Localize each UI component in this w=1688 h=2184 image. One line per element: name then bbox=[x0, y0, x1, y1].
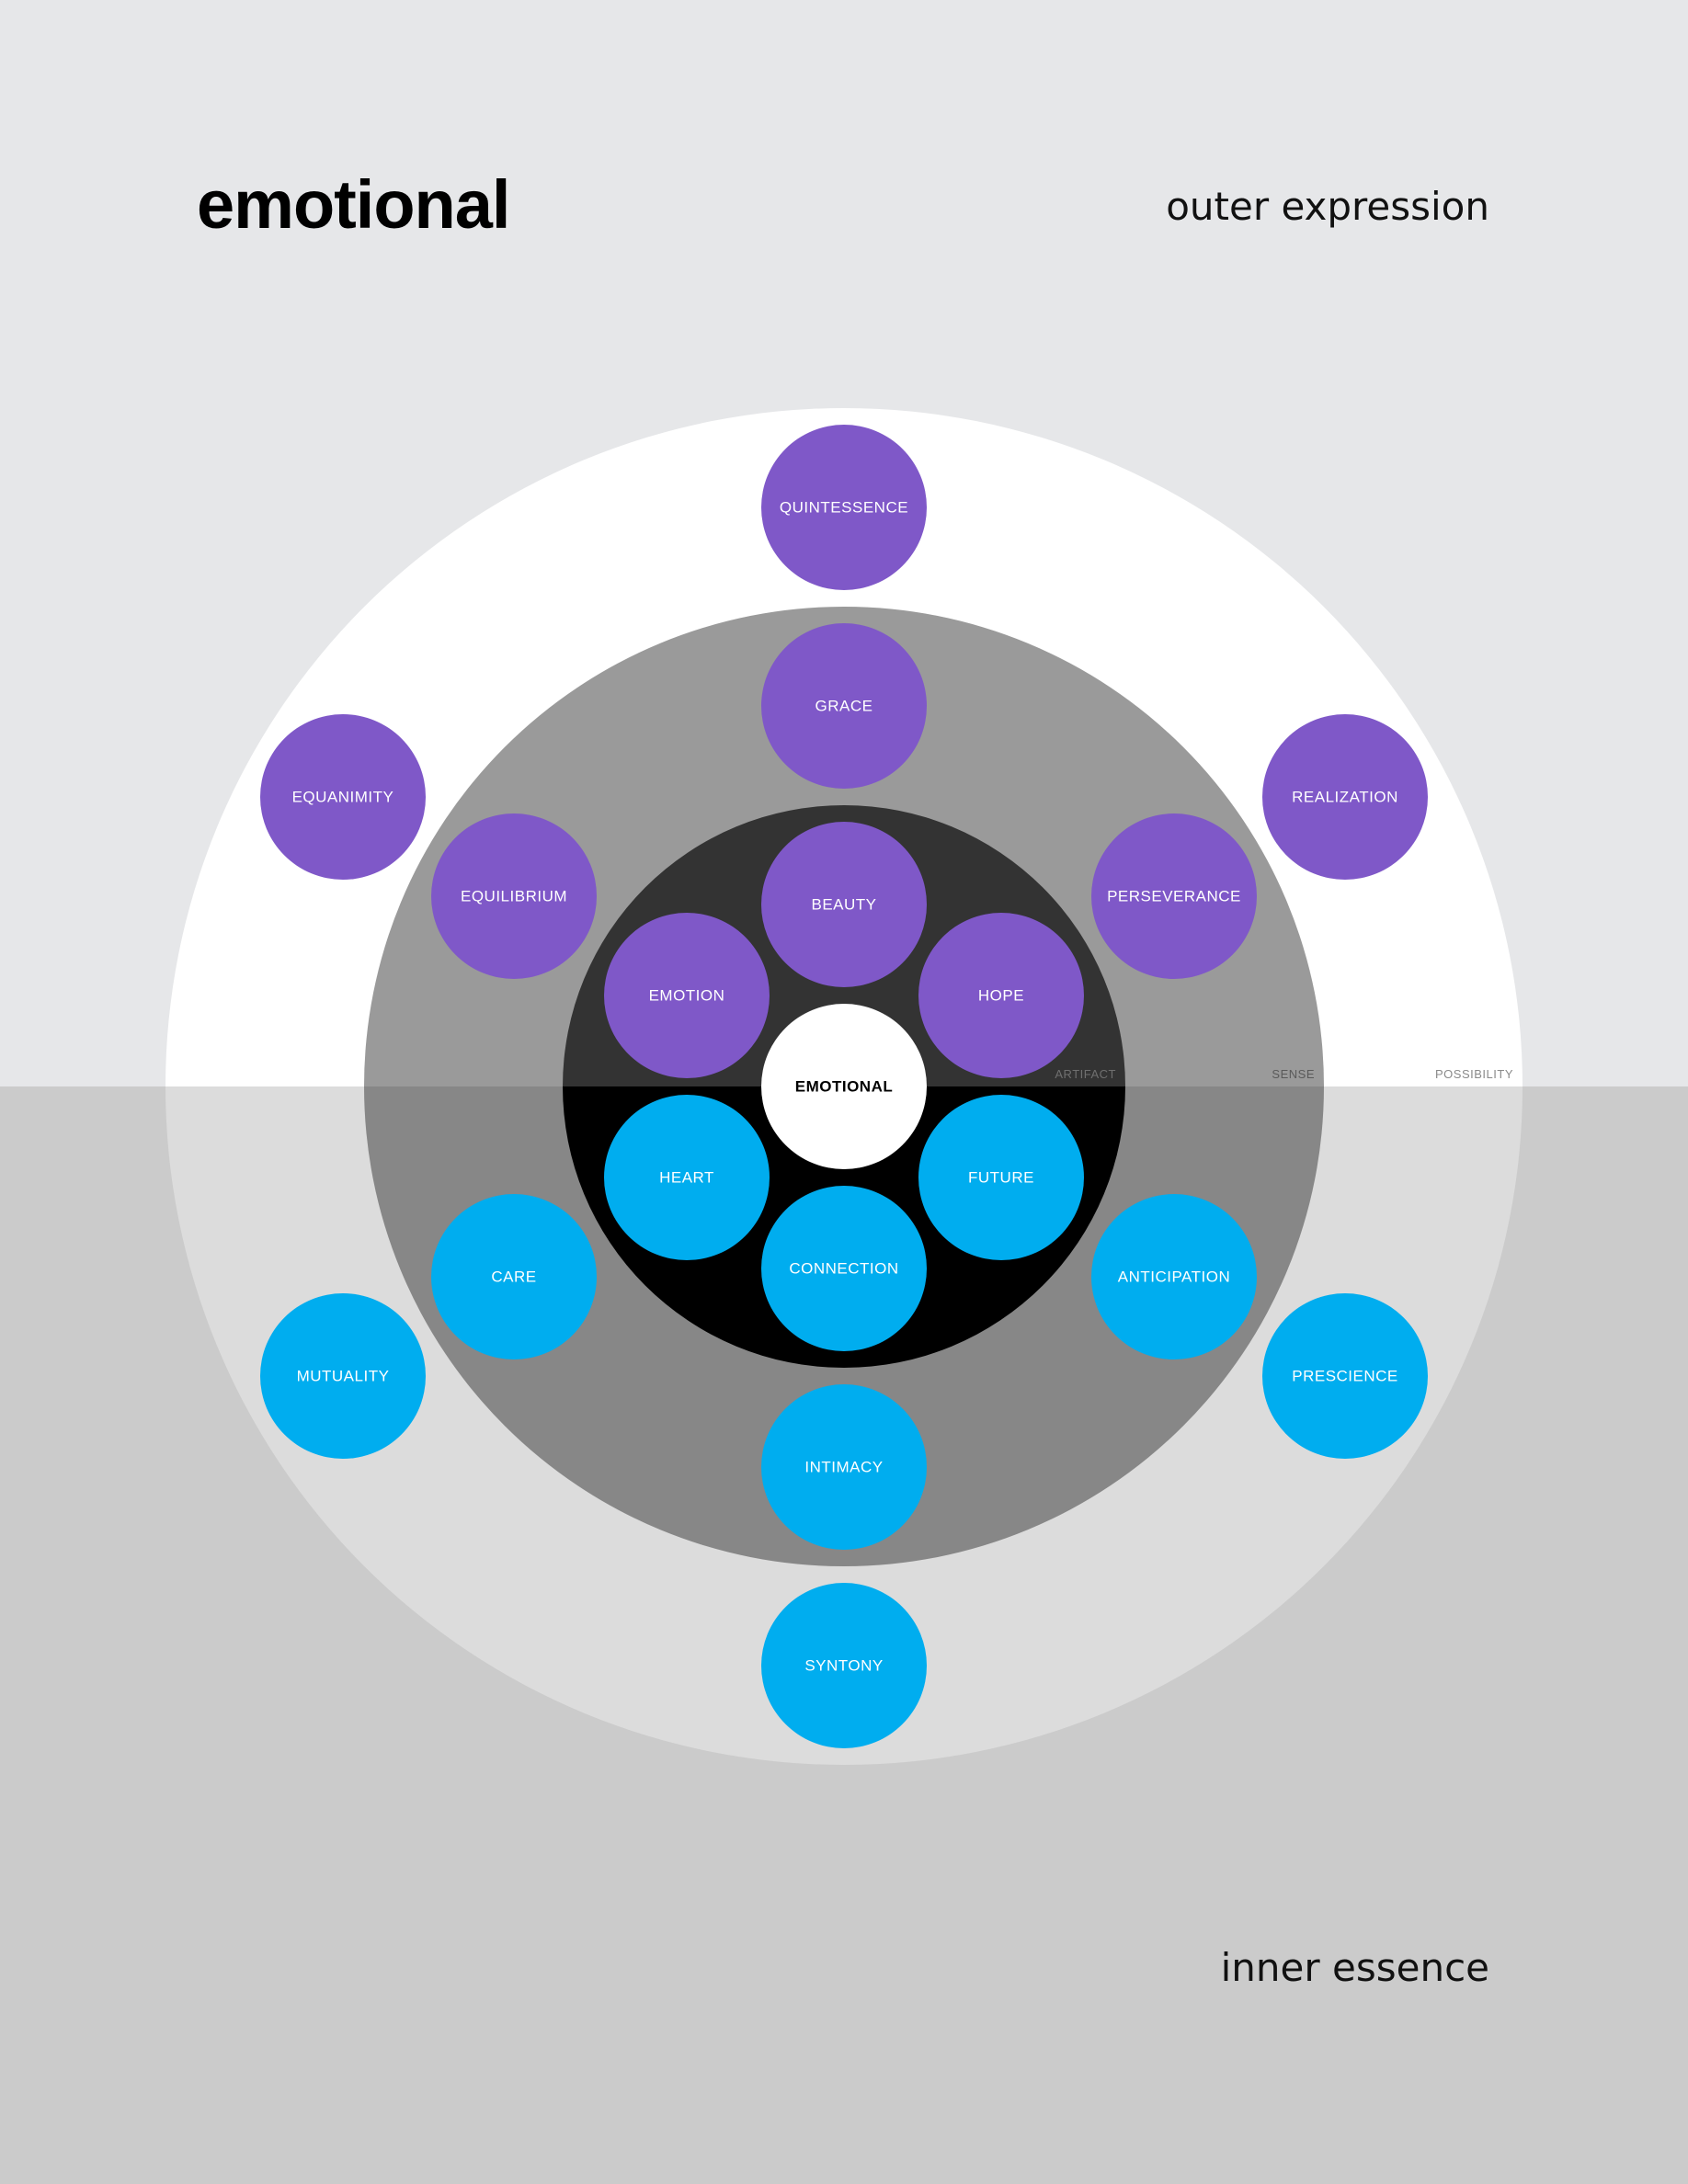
center-node bbox=[761, 1004, 927, 1169]
node-connection bbox=[761, 1186, 927, 1351]
node-emotion-label: EMOTION bbox=[649, 987, 725, 1005]
node-future bbox=[918, 1095, 1084, 1260]
node-equanimity bbox=[260, 714, 426, 880]
node-connection-label: CONNECTION bbox=[789, 1260, 898, 1278]
node-grace bbox=[761, 623, 927, 789]
ring-label-sense: SENSE bbox=[1272, 1067, 1315, 1081]
inner-essence-label: inner essence bbox=[1220, 1945, 1489, 1990]
node-realization bbox=[1262, 714, 1428, 880]
node-emotion bbox=[604, 913, 770, 1078]
ring-label-artifact: ARTIFACT bbox=[1055, 1067, 1116, 1081]
node-quintessence-label: QUINTESSENCE bbox=[780, 499, 908, 517]
node-anticipation bbox=[1091, 1194, 1257, 1359]
node-hope-label: HOPE bbox=[978, 987, 1024, 1005]
node-heart bbox=[604, 1095, 770, 1260]
node-mutuality bbox=[260, 1293, 426, 1459]
node-care-label: CARE bbox=[491, 1268, 536, 1286]
node-future-label: FUTURE bbox=[968, 1169, 1034, 1187]
outer-expression-label: outer expression bbox=[1166, 184, 1489, 229]
node-prescience bbox=[1262, 1293, 1428, 1459]
node-care bbox=[431, 1194, 597, 1359]
node-mutuality-label: MUTUALITY bbox=[297, 1368, 390, 1385]
node-intimacy-label: INTIMACY bbox=[804, 1459, 883, 1476]
node-beauty bbox=[761, 822, 927, 987]
node-realization-label: REALIZATION bbox=[1292, 789, 1398, 806]
node-prescience-label: PRESCIENCE bbox=[1292, 1368, 1398, 1385]
ring-label-possibility: POSSIBILITY bbox=[1435, 1067, 1513, 1081]
node-syntony-label: SYNTONY bbox=[804, 1657, 883, 1675]
node-hope bbox=[918, 913, 1084, 1078]
node-intimacy bbox=[761, 1384, 927, 1550]
node-anticipation-label: ANTICIPATION bbox=[1118, 1268, 1231, 1286]
node-equanimity-label: EQUANIMITY bbox=[292, 789, 394, 806]
node-beauty-label: BEAUTY bbox=[811, 896, 876, 914]
center-node-label: EMOTIONAL bbox=[795, 1078, 894, 1096]
node-syntony bbox=[761, 1583, 927, 1748]
node-perseverance-label: PERSEVERANCE bbox=[1107, 888, 1241, 905]
node-equilibrium bbox=[431, 813, 597, 979]
page-title: emotional bbox=[197, 166, 510, 243]
node-quintessence bbox=[761, 425, 927, 590]
node-equilibrium-label: EQUILIBRIUM bbox=[461, 888, 567, 905]
node-perseverance bbox=[1091, 813, 1257, 979]
node-grace-label: GRACE bbox=[815, 698, 873, 715]
node-heart-label: HEART bbox=[659, 1169, 714, 1187]
